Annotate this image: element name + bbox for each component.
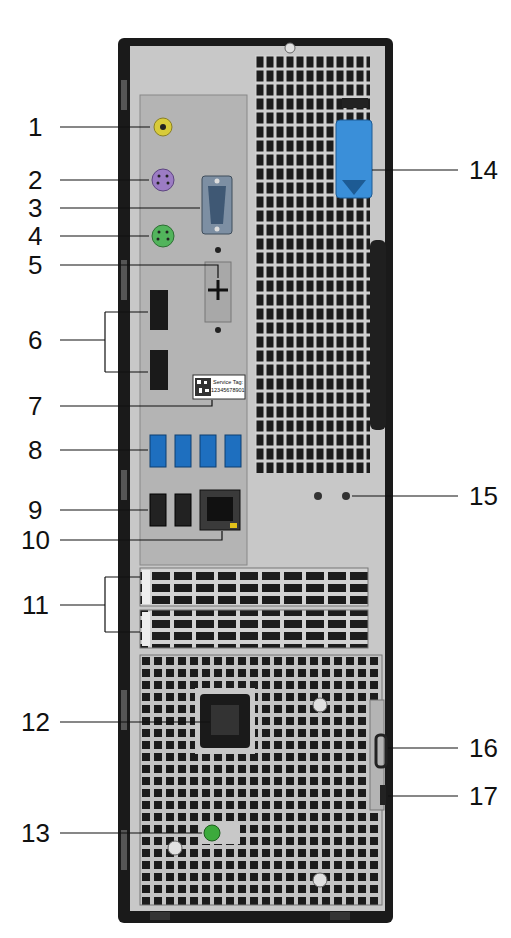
sticker-text: 12345678901 — [211, 388, 245, 394]
callout-number: 11 — [22, 592, 49, 618]
callout-number: 12 — [21, 709, 50, 735]
callout-number: 15 — [469, 483, 498, 509]
callout-number: 5 — [28, 252, 42, 278]
callout-number: 16 — [469, 735, 498, 761]
callout-number: 14 — [469, 157, 498, 183]
callout-number: 10 — [21, 527, 50, 553]
callout-number: 6 — [28, 327, 42, 353]
callout-number: 8 — [28, 437, 42, 463]
callout-number: 4 — [28, 223, 42, 249]
callout-number: 2 — [28, 167, 42, 193]
callout-number: 13 — [21, 820, 50, 846]
callout-number: 17 — [469, 783, 498, 809]
callout-number: 9 — [28, 497, 42, 523]
callout-number: 7 — [28, 393, 42, 419]
callout-number: 3 — [28, 195, 42, 221]
callout-number: 1 — [28, 114, 42, 140]
sticker-text: Service Tag: — [213, 380, 243, 386]
